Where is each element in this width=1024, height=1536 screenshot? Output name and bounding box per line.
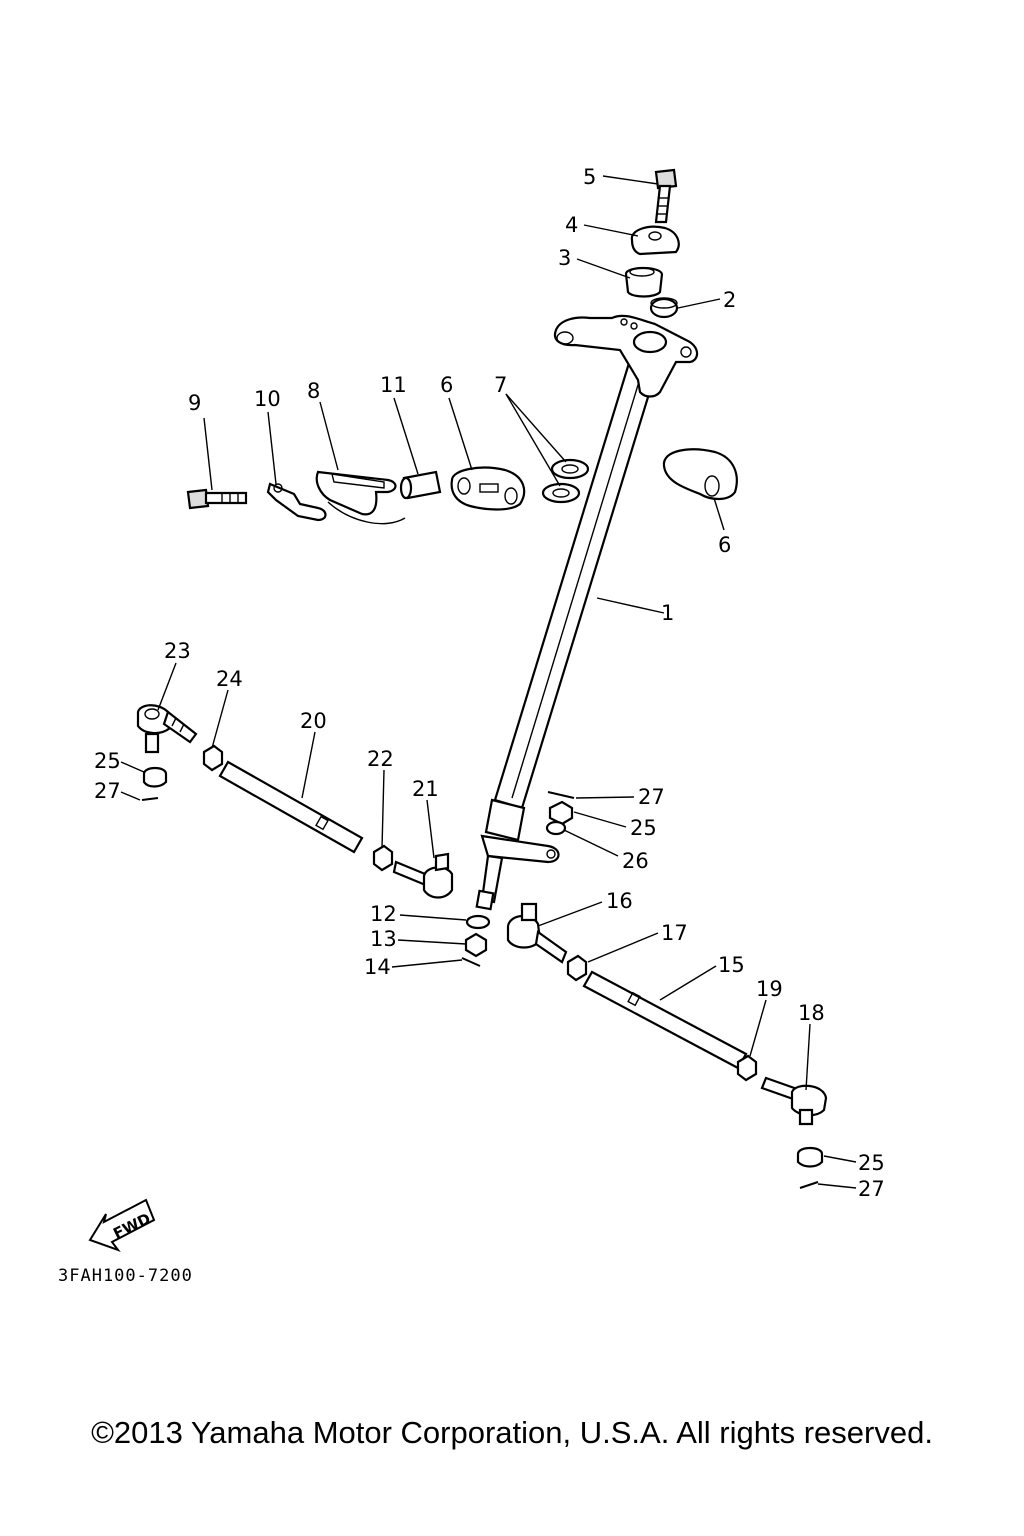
part-8-plate	[315, 470, 406, 525]
part-2-cap	[649, 297, 679, 319]
part-9-bolt	[186, 488, 248, 510]
callout-labels: 1 2 3 4 5 6 6 7 8 9 10 11 12 13 14 15 16…	[94, 165, 885, 1201]
part-5-bolt	[654, 168, 678, 224]
callout-26: 26	[622, 849, 649, 873]
callout-25-left: 25	[94, 749, 121, 773]
callout-14: 14	[364, 955, 391, 979]
callout-2: 2	[723, 288, 736, 312]
callout-19: 19	[756, 977, 783, 1001]
callout-9: 9	[188, 391, 201, 415]
part-11-collar	[399, 470, 442, 500]
part-10-tab	[266, 482, 327, 522]
callout-20: 20	[300, 709, 327, 733]
leader-lines	[120, 175, 857, 1189]
callout-8: 8	[307, 379, 320, 403]
callout-27-right: 27	[858, 1177, 885, 1201]
callout-21: 21	[412, 777, 439, 801]
callout-3: 3	[558, 246, 571, 270]
callout-6-upper: 6	[440, 373, 453, 397]
diagram-part-code: 3FAH100-7200	[58, 1266, 193, 1286]
callout-24: 24	[216, 667, 243, 691]
right-tie-rod	[506, 902, 828, 1189]
callout-16: 16	[606, 889, 633, 913]
callout-27-center: 27	[638, 785, 665, 809]
callout-11: 11	[380, 373, 407, 397]
callout-1: 1	[661, 601, 674, 625]
callout-25-center: 25	[630, 816, 657, 840]
fwd-arrow-icon: FWD	[88, 1198, 156, 1253]
callout-10: 10	[254, 387, 281, 411]
callout-22: 22	[367, 747, 394, 771]
callout-25-right: 25	[858, 1151, 885, 1175]
copyright-notice: ©2013 Yamaha Motor Corporation, U.S.A. A…	[91, 1415, 933, 1450]
callout-18: 18	[798, 1001, 825, 1025]
callout-15: 15	[718, 953, 745, 977]
callout-27-left: 27	[94, 779, 121, 803]
part-6-clamp-right	[662, 448, 738, 501]
left-tie-rod	[136, 704, 454, 899]
center-hardware	[461, 791, 575, 967]
callout-23: 23	[164, 639, 191, 663]
callout-4: 4	[565, 213, 578, 237]
upper-bracket	[553, 314, 699, 398]
callout-7: 7	[494, 373, 507, 397]
part-4-clamp	[630, 225, 680, 256]
callout-12: 12	[370, 902, 397, 926]
part-6-clamp-left	[450, 466, 526, 511]
callout-5: 5	[583, 165, 596, 189]
callout-17: 17	[661, 921, 688, 945]
callout-6-right: 6	[718, 533, 731, 557]
callout-13: 13	[370, 927, 397, 951]
part-7-washers	[541, 458, 590, 504]
part-3-bushing	[624, 266, 664, 298]
